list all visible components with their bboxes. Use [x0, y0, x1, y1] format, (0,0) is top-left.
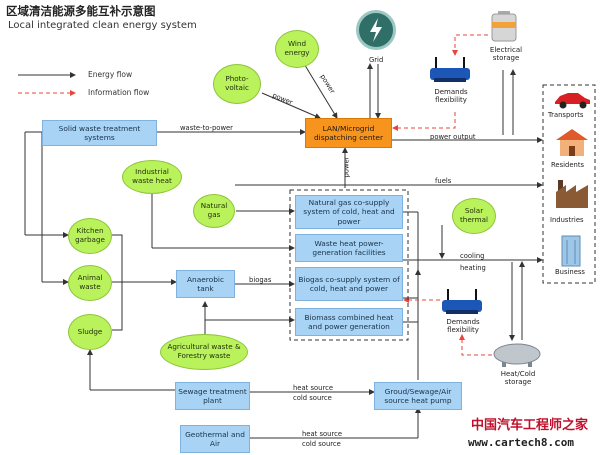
heat-pump-box: Groud/Sewage/Air source heat pump	[374, 382, 462, 410]
power-output-label: power output	[430, 133, 476, 141]
battery-icon	[489, 10, 519, 42]
heat-cold-storage-label: Heat/Cold storage	[500, 370, 536, 387]
solar-thermal-bubble: Solar thermal	[452, 198, 496, 234]
cold-source-label-1: cold source	[293, 394, 332, 402]
cold-source-label-2: cold source	[302, 440, 341, 448]
power-up-label: power	[342, 156, 351, 178]
storage-tank-icon	[492, 340, 542, 368]
title-chinese: 区域清洁能源多能互补示意图	[6, 4, 156, 18]
photovoltaic-bubble: Photo-voltaic	[213, 64, 261, 104]
agri-forestry-waste-bubble: Agricultural waste & Forestry waste	[160, 334, 248, 370]
router-icon-top	[428, 55, 472, 83]
grid-icon	[356, 10, 396, 50]
industrial-waste-heat-bubble: Industrial waste heat	[122, 160, 182, 194]
building-icon	[556, 234, 586, 268]
residents-label: Residents	[551, 161, 585, 169]
house-icon	[552, 126, 592, 158]
heat-source-label-2: heat source	[302, 430, 343, 438]
natural-gas-bubble: Natural gas	[193, 194, 235, 228]
anaerobic-tank-box: Anaerobic tank	[176, 270, 235, 298]
sewage-treatment-box: Sewage treatment plant	[175, 382, 250, 410]
heat-source-label-1: heat source	[293, 384, 334, 392]
watermark-cn: 中国汽车工程师之家	[470, 418, 588, 433]
natural-gas-cosupply-box: Natural gas co-supply system of cold, he…	[295, 195, 403, 229]
animal-waste-bubble: Animal waste	[68, 265, 112, 301]
legend-information-flow: Information flow	[88, 88, 150, 97]
router-icon-bottom	[440, 287, 484, 315]
legend-energy-flow: Energy flow	[88, 70, 133, 79]
biomass-chp-box: Biomass combined heat and power generati…	[295, 308, 403, 336]
watermark-url: www.cartech8.com	[468, 436, 574, 449]
cooling-label: cooling	[460, 252, 485, 260]
factory-icon	[554, 176, 590, 210]
biogas-label: biogas	[249, 276, 272, 284]
demands-flexibility-bottom-label: Demands flexibility	[446, 318, 480, 335]
title-english: Local integrated clean energy system	[8, 20, 197, 31]
demands-flexibility-top-label: Demands flexibility	[434, 88, 468, 105]
electrical-storage-label: Electrical storage	[489, 46, 523, 63]
heating-label: heating	[460, 264, 486, 272]
sludge-bubble: Sludge	[68, 314, 112, 350]
kitchen-garbage-bubble: Kitchen garbage	[68, 218, 112, 254]
lan-microgrid-center: LAN/Microgrid dispatching center	[305, 118, 392, 148]
wind-energy-bubble: Wind energy	[275, 30, 319, 68]
fuels-label: fuels	[435, 177, 452, 185]
biogas-cosupply-box: Biogas co-supply system of cold, heat an…	[295, 267, 403, 301]
waste-heat-power-box: Waste heat power-generation facilities	[295, 234, 403, 262]
car-icon	[552, 88, 592, 110]
business-label: Business	[555, 268, 585, 276]
industries-label: Industries	[550, 216, 584, 224]
transports-label: Transports	[548, 111, 584, 119]
waste-to-power-label: waste-to-power	[180, 124, 233, 132]
geothermal-box: Geothermal and Air	[180, 425, 250, 453]
solid-waste-box: Solid waste treatment systems	[42, 120, 157, 146]
grid-label: Grid	[369, 56, 384, 64]
